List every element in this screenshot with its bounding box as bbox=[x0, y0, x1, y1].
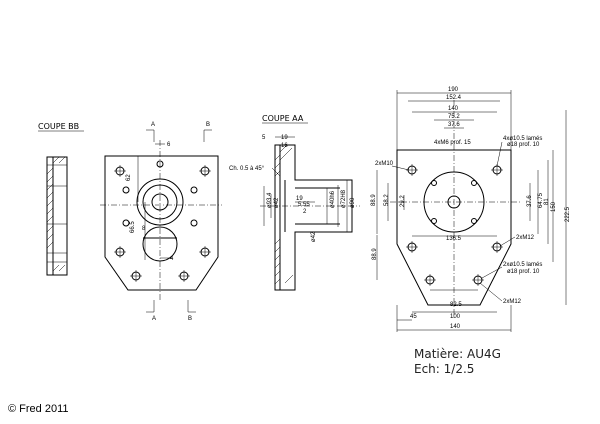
dim-37-6: 37.6 bbox=[448, 122, 460, 128]
dia-40h6: ø40h6 bbox=[330, 190, 336, 208]
dim-62: 62 bbox=[126, 174, 132, 181]
dim-58-2: 58.2 bbox=[384, 194, 390, 206]
copyright: © Fred 2011 bbox=[8, 403, 69, 415]
dim-4: 4 bbox=[170, 256, 174, 262]
dia-93-4: ø93.4 bbox=[267, 192, 273, 208]
dim-82-5: 82.5 bbox=[450, 302, 462, 308]
dim-19: 19 bbox=[281, 135, 288, 141]
dim-100: 100 bbox=[450, 314, 461, 320]
hole-note-1b: ø18 prof. 10 bbox=[507, 142, 540, 148]
front-view: A B A B 6 bbox=[100, 122, 222, 322]
dim-37-6v: 37.6 bbox=[527, 195, 533, 207]
dim-8: 8 bbox=[142, 226, 146, 232]
dim-75-2: 75.2 bbox=[448, 114, 460, 120]
dim-190: 190 bbox=[448, 87, 459, 93]
thread-m10: 2xM10 bbox=[375, 161, 394, 167]
dim-5-55: 5.55 bbox=[298, 202, 310, 208]
dim-16: 16 bbox=[281, 143, 288, 149]
dim-222-5: 222.5 bbox=[565, 206, 571, 222]
dim-2: 2 bbox=[303, 209, 307, 215]
dia-72h8: ø72H8 bbox=[341, 189, 347, 208]
dim-140b: 140 bbox=[450, 324, 461, 330]
chamfer-note: Ch. 0.5 à 45° bbox=[229, 166, 265, 172]
thread-m12a: 2xM12 bbox=[516, 235, 535, 241]
hole-note-2: 2xø10.5 lamés bbox=[503, 262, 542, 268]
thread-m6: 4xM6 prof. 15 bbox=[434, 140, 471, 146]
section-aa-title: COUPE AA bbox=[262, 114, 304, 123]
dim-88-9b: 88.9 bbox=[372, 248, 378, 260]
dim-64-75: 64.75 bbox=[538, 192, 544, 208]
dim-5: 5 bbox=[262, 135, 266, 141]
section-bb-title: COUPE BB bbox=[38, 122, 79, 131]
dim-81: 81 bbox=[544, 198, 550, 205]
dim-136-5: 136.5 bbox=[446, 236, 462, 242]
dim-88-9: 88.9 bbox=[371, 194, 377, 206]
dia-42b: ø42 bbox=[311, 231, 317, 242]
dim-66-5: 66.5 bbox=[130, 221, 136, 233]
hole-note-2b: ø18 prof. 10 bbox=[507, 269, 540, 275]
dim-150: 150 bbox=[551, 201, 557, 212]
dim-19b: 19 bbox=[296, 196, 303, 202]
dia-90: ø90 bbox=[350, 197, 356, 208]
dia-42a: ø42 bbox=[274, 197, 280, 208]
section-mark-a-bottom: A bbox=[152, 316, 156, 322]
dim-29-2: 29.2 bbox=[400, 195, 406, 207]
scale-note: Ech: 1/2.5 bbox=[414, 362, 474, 376]
dim-6: 6 bbox=[167, 142, 171, 148]
dim-140: 140 bbox=[448, 106, 459, 112]
section-bb-view: COUPE BB bbox=[38, 122, 84, 276]
hole-note-1: 4xø10.5 lamés bbox=[503, 136, 542, 142]
section-mark-a-top: A bbox=[151, 122, 155, 128]
section-mark-b-top: B bbox=[206, 122, 210, 128]
material-note: Matière: AU4G bbox=[414, 347, 501, 361]
section-aa-view: COUPE AA 5 19 16 Ch. 0.5 à 45° 19 5.55 2… bbox=[229, 114, 360, 291]
dim-152-4: 152.4 bbox=[446, 95, 462, 101]
right-view: 190 152.4 140 75.2 37.6 4xø10.5 lamés ø1… bbox=[371, 87, 571, 332]
section-mark-b-bottom: B bbox=[188, 316, 192, 322]
dim-45: 45 bbox=[410, 314, 417, 320]
thread-m12b: 2xM12 bbox=[503, 299, 522, 305]
